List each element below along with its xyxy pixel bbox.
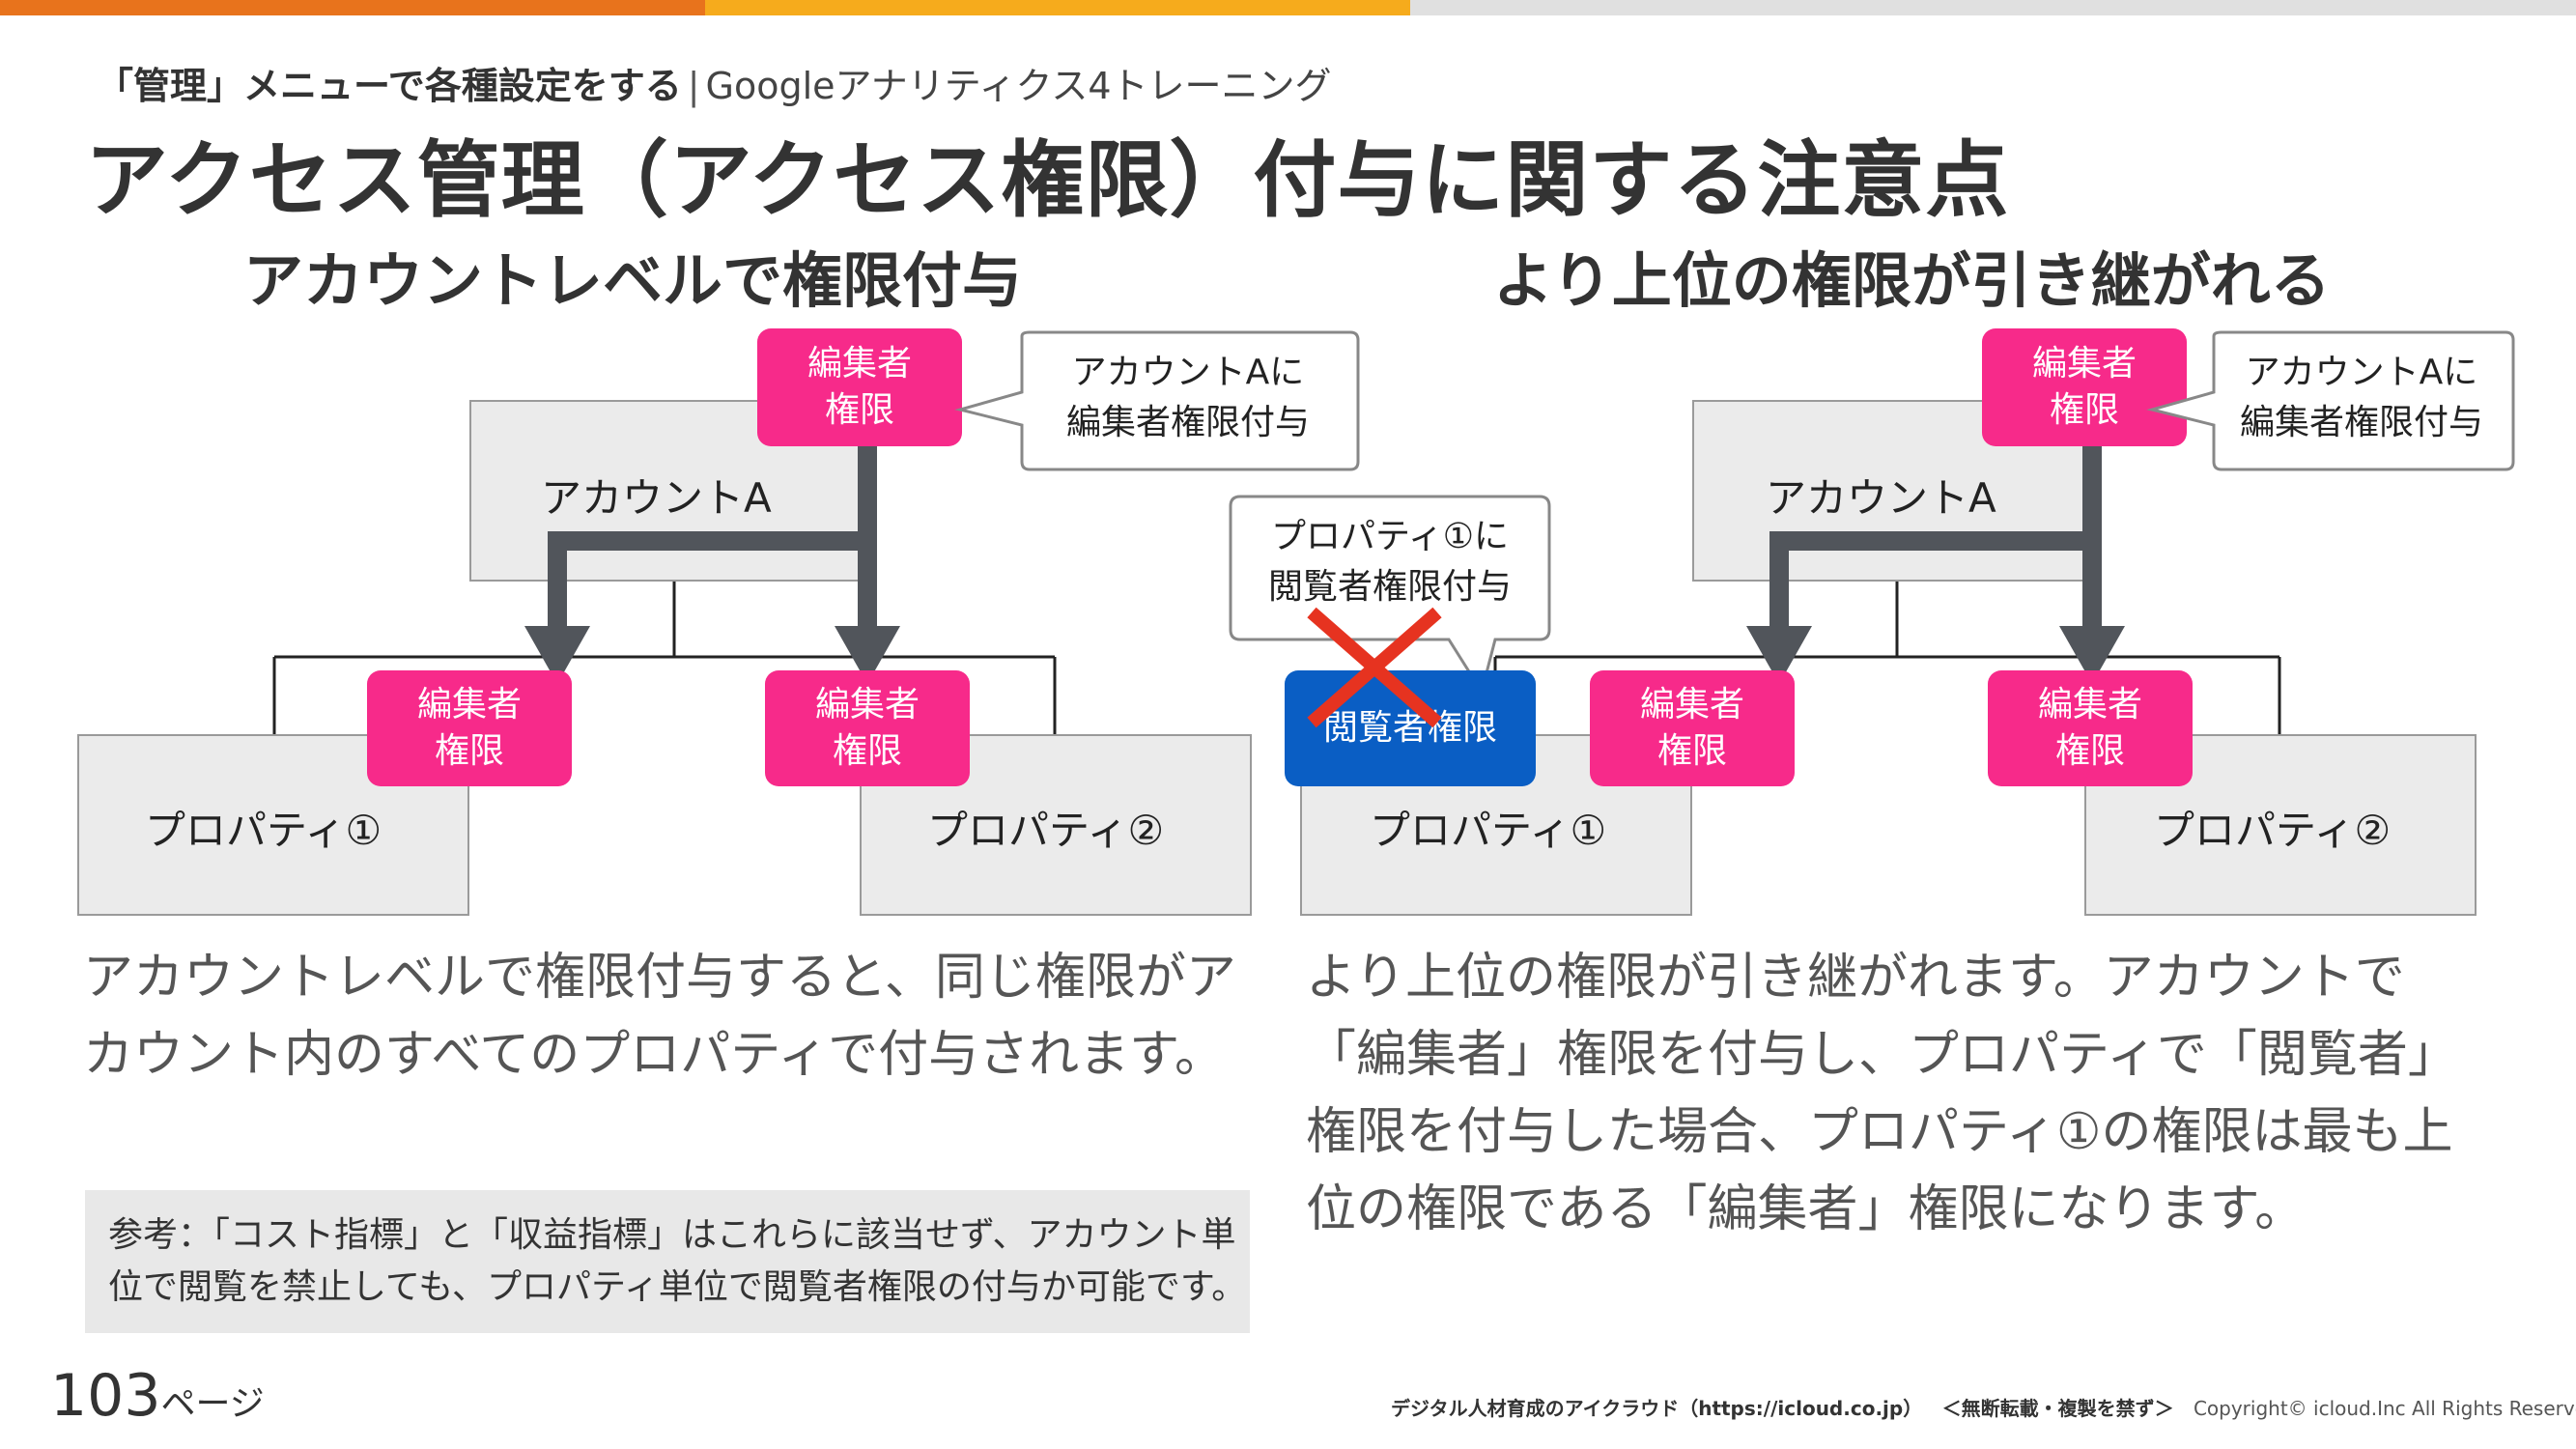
left-connector-lines: [272, 580, 1057, 736]
badge-line: 閲覧者権限: [1322, 708, 1497, 748]
badge-line: 編集者: [807, 344, 912, 384]
right-callout-text: アカウントAに 編集者権限付与: [2222, 348, 2502, 448]
page-suffix: ページ: [160, 1384, 265, 1424]
callout-line: 閲覧者権限付与: [1267, 567, 1512, 607]
footer-copyright: Copyright© icloud.Inc All Rights Reserve…: [2193, 1397, 2576, 1420]
badge-line: 編集者: [2037, 685, 2142, 724]
badge-line: 編集者: [2031, 344, 2137, 384]
top-bar-orange: [0, 0, 705, 15]
left-account-label: アカウントA: [541, 474, 772, 522]
cross-mark-icon: [1307, 607, 1442, 728]
right-account-editor-badge: 編集者 権限: [1982, 328, 2187, 446]
description-line: 権限を付与した場合、プロパティ①の権限は最も上: [1306, 1103, 2453, 1161]
footer-notice: ＜無断転載・複製を禁ず＞: [1941, 1397, 2174, 1420]
badge-line: 編集者: [1639, 685, 1744, 724]
right-property2-editor-badge: 編集者 権限: [1988, 670, 2193, 786]
right-inheritance-arrows: [1746, 435, 2125, 684]
description-line: 「編集者」権限を付与し、プロパティで「閲覧者」: [1306, 1026, 2458, 1084]
callout-line: アカウントAに: [1071, 353, 1305, 392]
callout-line: プロパティ①に: [1270, 517, 1510, 556]
breadcrumb-section: 「管理」メニューで各種設定をする: [97, 65, 682, 107]
badge-line: 権限: [434, 731, 504, 771]
viewer-callout-text: プロパティ①に 閲覧者権限付与: [1231, 512, 1549, 612]
description-line: カウント内のすべてのプロパティで付与されます。: [83, 1026, 1225, 1084]
note-box: [85, 1190, 1250, 1333]
page-number: 103ページ: [50, 1362, 265, 1430]
left-inheritance-arrows: [524, 435, 900, 684]
right-callout-bubble: [2146, 330, 2515, 471]
page-number-value: 103: [50, 1362, 161, 1430]
badge-line: 編集者: [416, 685, 522, 724]
badge-line: 権限: [832, 731, 902, 771]
badge-line: 権限: [2049, 390, 2119, 430]
right-property1-label: プロパティ①: [1370, 807, 1607, 854]
badge-line: 権限: [2054, 731, 2125, 771]
breadcrumb: 「管理」メニューで各種設定をする|Googleアナリティクス4トレーニング: [97, 56, 1332, 109]
footer-company: デジタル人材育成のアイクラウド（https://icloud.co.jp）: [1391, 1397, 1923, 1420]
left-property1-editor-badge: 編集者 権限: [367, 670, 572, 786]
page-title: アクセス管理（アクセス権限）付与に関する注意点: [85, 132, 2010, 229]
badge-line: 権限: [824, 390, 894, 430]
breadcrumb-separator: |: [687, 65, 700, 107]
breadcrumb-course: Googleアナリティクス4トレーニング: [705, 65, 1332, 107]
note-text: 参考：「コスト指標」と「収益指標」はこれらに該当せず、アカウント単 位で閲覧を禁…: [108, 1209, 1246, 1314]
left-property2-editor-badge: 編集者 権限: [765, 670, 970, 786]
viewer-callout-bubble: [1229, 495, 1551, 696]
badge-line: 権限: [1656, 731, 1727, 771]
description-line: アカウントレベルで権限付与すると、同じ権限がア: [83, 949, 1236, 1007]
note-line: 参考：「コスト指標」と「収益指標」はこれらに該当せず、アカウント単: [108, 1215, 1236, 1255]
top-bar-gray: [1410, 0, 2576, 15]
left-callout-bubble: [954, 330, 1360, 471]
right-property2-label: プロパティ②: [2154, 807, 2392, 854]
right-description: より上位の権限が引き継がれます。アカウントで 「編集者」権限を付与し、プロパティ…: [1306, 939, 2458, 1248]
badge-line: 編集者: [814, 685, 920, 724]
callout-line: 編集者権限付与: [2239, 403, 2483, 442]
right-heading: より上位の権限が引き継がれる: [1493, 245, 2331, 316]
left-heading: アカウントレベルで権限付与: [243, 245, 1023, 316]
footer-credits: デジタル人材育成のアイクラウド（https://icloud.co.jp） ＜無…: [1391, 1393, 2576, 1421]
right-account-label: アカウントA: [1766, 474, 1996, 522]
top-bar-yellow: [705, 0, 1410, 15]
right-property1-viewer-badge: 閲覧者権限: [1285, 670, 1536, 786]
left-property2-label: プロパティ②: [927, 807, 1165, 854]
description-line: より上位の権限が引き継がれます。アカウントで: [1306, 949, 2405, 1007]
left-property1-label: プロパティ①: [145, 807, 382, 854]
callout-line: 編集者権限付与: [1065, 403, 1310, 442]
note-line: 位で閲覧を禁止しても、プロパティ単位で閲覧者権限の付与か可能です。: [108, 1267, 1247, 1307]
left-account-editor-badge: 編集者 権限: [757, 328, 962, 446]
right-property1-editor-badge: 編集者 権限: [1590, 670, 1795, 786]
description-line: 位の権限である「編集者」権限になります。: [1306, 1180, 2306, 1238]
left-callout-text: アカウントAに 編集者権限付与: [1024, 348, 1352, 448]
left-description: アカウントレベルで権限付与すると、同じ権限がア カウント内のすべてのプロパティで…: [83, 939, 1236, 1094]
callout-line: アカウントAに: [2245, 353, 2478, 392]
